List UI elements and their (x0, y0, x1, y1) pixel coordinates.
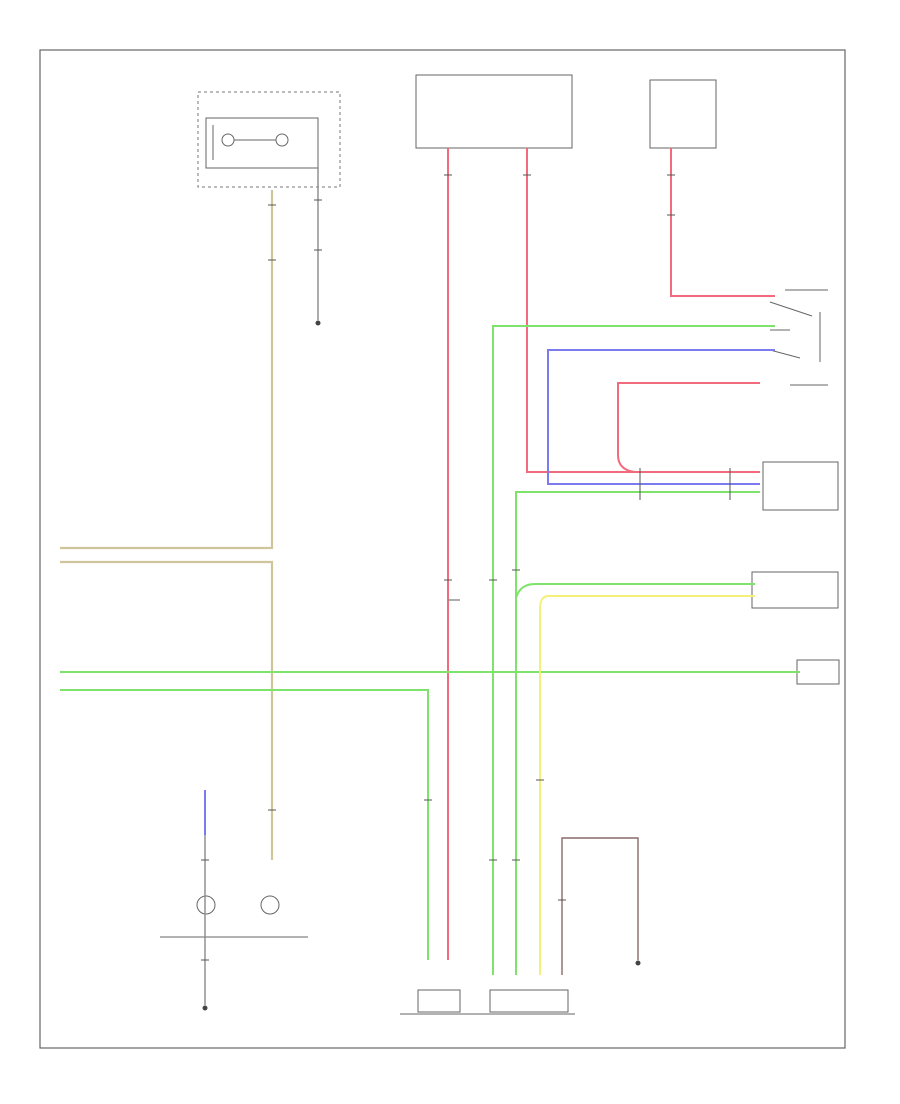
cruise-module (796, 659, 840, 685)
tan-wires (60, 190, 274, 860)
mid-connector-pins (639, 468, 731, 500)
body-control-module-top (415, 74, 573, 149)
green-wires (60, 325, 800, 975)
diagram-frame (39, 49, 846, 1049)
stop-lamp-canceller (751, 571, 839, 609)
connector-ticks (201, 174, 675, 961)
license-lamp-bulb-icon (221, 133, 235, 147)
blue-wires (204, 349, 775, 835)
yellow-wires (539, 595, 755, 975)
license-lamp-assembly (197, 91, 341, 188)
brown-wires (561, 837, 639, 975)
engine-control-module-top (649, 79, 717, 149)
rear-lamp-rh-bulb-icon (260, 895, 280, 915)
red-wires (447, 148, 775, 960)
stop-lamp-switch (769, 289, 828, 386)
rear-lamp-lh (160, 895, 308, 938)
ground-g2-icon (202, 1005, 208, 1011)
mid-right-connector (762, 461, 839, 511)
license-lamp-bulb-icon-2 (275, 133, 289, 147)
rear-lamp-lh-bulb-icon (196, 895, 216, 915)
ground-g3-icon (635, 960, 641, 966)
ground-g1-icon (315, 320, 321, 326)
gray-wires (204, 599, 460, 1005)
bottom-module (400, 989, 575, 1015)
